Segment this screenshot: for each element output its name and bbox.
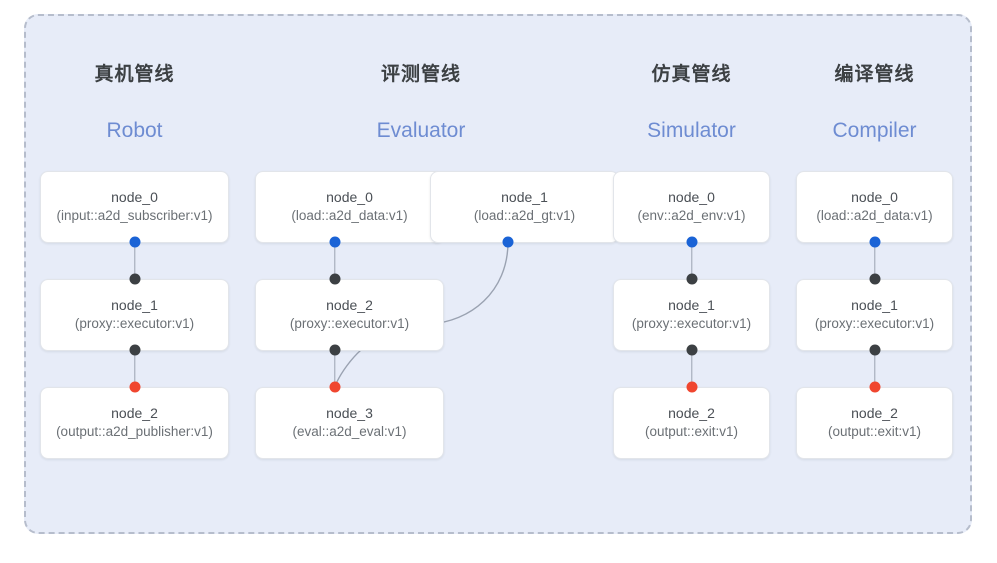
node-name: node_1 <box>501 189 548 206</box>
column-en-title-robot: Robot <box>106 119 163 142</box>
node-spec: (eval::a2d_eval:v1) <box>292 424 407 440</box>
port-out-icon-simulator-0[interactable] <box>686 236 697 248</box>
port-in-icon-robot-2[interactable] <box>129 381 140 393</box>
column-en-title-compiler: Compiler <box>832 119 917 142</box>
node-simulator-2[interactable]: node_2 (output::exit:v1) <box>613 387 770 459</box>
link-robot-0-1 <box>133 242 136 280</box>
node-name: node_1 <box>851 297 898 314</box>
node-spec: (output::exit:v1) <box>644 424 739 440</box>
node-name: node_0 <box>326 189 373 206</box>
column-header-evaluator: 评测管线 Evaluator <box>255 65 587 141</box>
node-name: node_2 <box>668 405 715 422</box>
link-simulator-1-2 <box>690 350 693 388</box>
node-name: node_1 <box>111 297 158 314</box>
node-spec: (output::a2d_publisher:v1) <box>56 424 213 440</box>
link-compiler-1-2 <box>873 350 876 388</box>
node-name: node_2 <box>111 405 158 422</box>
node-spec: (proxy::executor:v1) <box>289 316 410 332</box>
node-robot-2[interactable]: node_2 (output::a2d_publisher:v1) <box>40 387 229 459</box>
node-evaluator-3[interactable]: node_3 (eval::a2d_eval:v1) <box>255 387 444 459</box>
node-spec: (input::a2d_subscriber:v1) <box>56 208 213 224</box>
node-name: node_0 <box>111 189 158 206</box>
node-evaluator-0[interactable]: node_0 (load::a2d_data:v1) <box>255 171 444 243</box>
port-in-icon-simulator-1[interactable] <box>686 273 697 285</box>
column-header-robot: 真机管线 Robot <box>40 65 229 141</box>
port-in-icon-simulator-2[interactable] <box>686 381 697 393</box>
node-compiler-2[interactable]: node_2 (output::exit:v1) <box>796 387 953 459</box>
link-compiler-0-1 <box>873 242 876 280</box>
node-evaluator-gt[interactable]: node_1 (load::a2d_gt:v1) <box>430 171 619 243</box>
node-spec: (proxy::executor:v1) <box>814 316 935 332</box>
link-evaluator-0-2 <box>333 242 336 280</box>
column-cn-title-robot: 真机管线 <box>94 64 175 85</box>
port-in-icon-robot-1[interactable] <box>129 273 140 285</box>
node-compiler-0[interactable]: node_0 (load::a2d_data:v1) <box>796 171 953 243</box>
node-name: node_0 <box>851 189 898 206</box>
node-robot-0[interactable]: node_0 (input::a2d_subscriber:v1) <box>40 171 229 243</box>
port-out-icon-evaluator-gt[interactable] <box>502 236 514 248</box>
node-name: node_3 <box>326 405 373 422</box>
column-cn-title-evaluator: 评测管线 <box>380 64 461 85</box>
node-name: node_2 <box>326 297 373 314</box>
link-evaluator-2-3 <box>333 350 336 388</box>
node-spec: (proxy::executor:v1) <box>631 316 752 332</box>
node-spec: (load::a2d_data:v1) <box>291 208 408 224</box>
node-simulator-0[interactable]: node_0 (env::a2d_env:v1) <box>613 171 770 243</box>
node-spec: (load::a2d_data:v1) <box>816 208 933 224</box>
column-header-compiler: 编译管线 Compiler <box>796 65 953 141</box>
port-in-icon-compiler-2[interactable] <box>869 381 880 393</box>
column-cn-title-compiler: 编译管线 <box>834 64 915 85</box>
node-name: node_2 <box>851 405 898 422</box>
node-compiler-1[interactable]: node_1 (proxy::executor:v1) <box>796 279 953 351</box>
port-out-icon-robot-1[interactable] <box>129 344 140 356</box>
node-spec: (load::a2d_gt:v1) <box>473 208 576 224</box>
column-en-title-evaluator: Evaluator <box>376 119 466 142</box>
port-out-icon-compiler-1[interactable] <box>869 344 880 356</box>
port-in-icon-evaluator-2[interactable] <box>329 273 340 285</box>
port-out-icon-simulator-1[interactable] <box>686 344 697 356</box>
column-en-title-simulator: Simulator <box>647 119 736 142</box>
port-out-icon-compiler-0[interactable] <box>869 236 880 248</box>
node-spec: (env::a2d_env:v1) <box>637 208 746 224</box>
port-out-icon-robot-0[interactable] <box>129 236 140 248</box>
node-robot-1[interactable]: node_1 (proxy::executor:v1) <box>40 279 229 351</box>
node-evaluator-2[interactable]: node_2 (proxy::executor:v1) <box>255 279 444 351</box>
node-spec: (proxy::executor:v1) <box>74 316 195 332</box>
port-in-icon-evaluator-3[interactable] <box>329 381 340 393</box>
column-header-simulator: 仿真管线 Simulator <box>613 65 770 141</box>
link-simulator-0-1 <box>690 242 693 280</box>
node-name: node_0 <box>668 189 715 206</box>
column-cn-title-simulator: 仿真管线 <box>651 64 732 85</box>
node-name: node_1 <box>668 297 715 314</box>
link-robot-1-2 <box>133 350 136 388</box>
node-simulator-1[interactable]: node_1 (proxy::executor:v1) <box>613 279 770 351</box>
port-out-icon-evaluator-2[interactable] <box>329 344 340 356</box>
node-spec: (output::exit:v1) <box>827 424 922 440</box>
port-out-icon-evaluator-0[interactable] <box>329 236 340 248</box>
port-in-icon-compiler-1[interactable] <box>869 273 880 285</box>
